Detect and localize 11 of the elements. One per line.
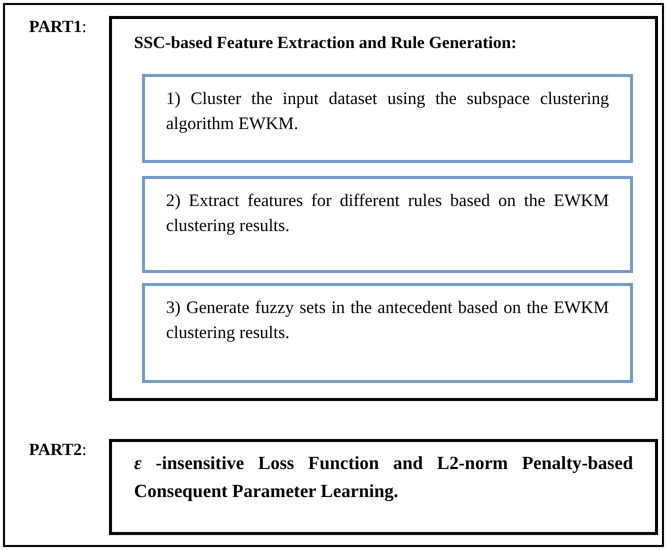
step-text: 1) Cluster the input dataset using the subspace clustering algorithm EWKM. (166, 87, 609, 135)
outer-frame (3, 3, 664, 547)
step-box (142, 283, 633, 383)
part-title: SSC-based Feature Extraction and Rule Generation: (134, 32, 518, 54)
step-box (142, 176, 633, 273)
part-heading: PART2: (29, 439, 87, 460)
step-text: 2) Extract features for different rules based on the EWKM clustering results. (166, 189, 609, 237)
step-text: 3) Generate fuzzy sets in the antecedent based on the EWKM clustering results. (166, 296, 609, 344)
part-heading: PART1: (29, 16, 87, 38)
step-box (142, 74, 633, 163)
part-title: ε -insensitive Loss Function and L2-norm Penalty-based Consequent Parameter Learning. (134, 453, 633, 504)
